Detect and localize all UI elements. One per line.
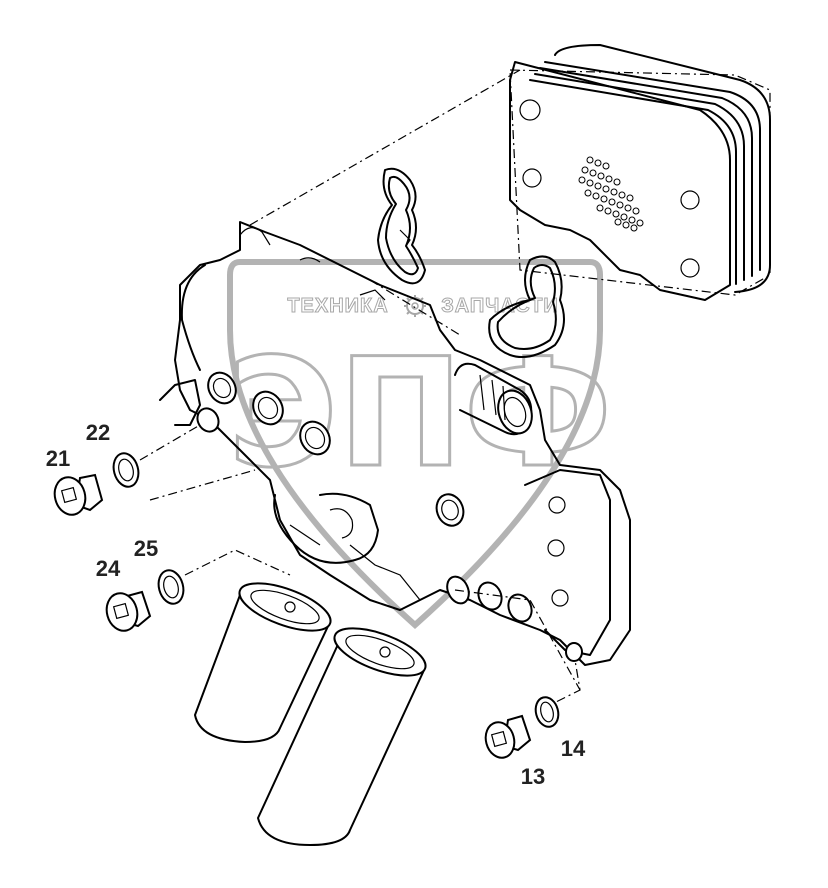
callout-13: 13: [521, 764, 545, 789]
oil-cooler: [509, 44, 771, 301]
watermark-shield: [227, 259, 603, 630]
part-14-washer: [534, 696, 560, 728]
part-25-washer: [157, 569, 185, 605]
part-22-washer: [112, 452, 140, 488]
watermark-text-left: ТЕХНИКА: [287, 295, 388, 317]
part-24-plug: [105, 590, 152, 632]
filter-cartridge-left: [194, 582, 332, 743]
filter-housing: [159, 221, 631, 666]
cooler-perforation: [578, 156, 644, 232]
callout-25: 25: [134, 536, 158, 561]
watermark: ЭПФ ТЕХНИКА ЗАПЧАСТИ: [226, 259, 614, 630]
callout-21: 21: [46, 446, 70, 471]
callout-14: 14: [561, 736, 586, 761]
gasket-lower: [488, 255, 565, 358]
filter-cartridge-right: [257, 627, 427, 846]
part-21-plug: [53, 473, 104, 516]
gasket-upper: [377, 167, 426, 285]
part-13-plug: [484, 714, 532, 759]
watermark-text-right: ЗАПЧАСТИ: [441, 295, 559, 317]
watermark-big-text: ЭПФ: [228, 327, 612, 501]
callout-22: 22: [86, 420, 110, 445]
callout-24: 24: [96, 556, 121, 581]
